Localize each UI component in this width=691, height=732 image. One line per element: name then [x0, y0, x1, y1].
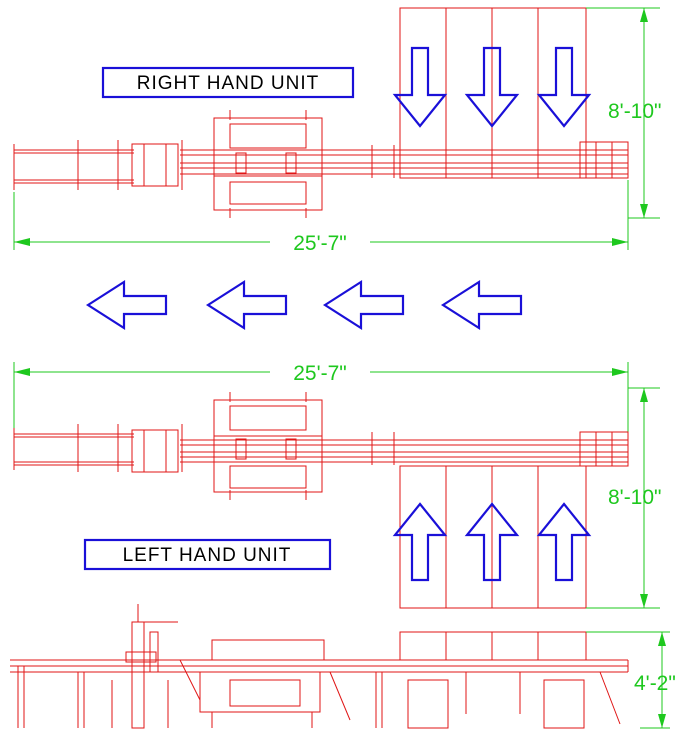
- right-central-machine: [213, 110, 323, 218]
- left-central-machine: [213, 392, 323, 500]
- left-hand-unit-text: LEFT HAND UNIT: [123, 545, 292, 566]
- bottom-width-value: 8'-10": [608, 486, 662, 509]
- top-length-dimension: 25'-7": [13, 180, 629, 255]
- right-hand-unit-label: RIGHT HAND UNIT: [101, 66, 355, 99]
- top-width-value: 8'-10": [608, 100, 662, 123]
- left-hand-unit-plan: [13, 392, 629, 609]
- infeed-arrows-down: [392, 46, 592, 128]
- top-width-dimension: 8'-10": [586, 7, 662, 219]
- arrow-down-icon: [392, 46, 448, 128]
- top-length-value: 25'-7": [293, 232, 347, 255]
- arrow-left-icon: [322, 279, 405, 331]
- arrow-up-icon: [464, 502, 520, 582]
- arrow-up-icon: [392, 502, 448, 582]
- side-elevation: [10, 604, 629, 729]
- left-infeed-deck: [399, 465, 587, 609]
- left-conveyor-bed: [180, 431, 629, 467]
- arrow-down-icon: [464, 46, 520, 128]
- side-height-dimension: 4'-2": [586, 631, 676, 729]
- bottom-length-dimension: 25'-7": [13, 362, 629, 445]
- right-conveyor-bed: [180, 141, 629, 179]
- arrow-left-icon: [85, 279, 168, 331]
- arrow-up-icon: [536, 502, 592, 582]
- left-hand-unit-label: LEFT HAND UNIT: [83, 538, 332, 571]
- bottom-width-dimension: 8'-10": [586, 387, 662, 609]
- arrow-down-icon: [536, 46, 592, 128]
- flow-direction-arrows: [85, 279, 523, 331]
- arrow-left-icon: [205, 279, 288, 331]
- right-hand-unit-text: RIGHT HAND UNIT: [137, 73, 319, 94]
- side-height-value: 4'-2": [634, 672, 676, 695]
- left-stacker: [13, 424, 183, 473]
- right-hand-unit-plan: [13, 7, 629, 218]
- right-stacker: [13, 140, 183, 190]
- infeed-arrows-up: [392, 502, 592, 582]
- bottom-length-value: 25'-7": [293, 362, 347, 385]
- arrow-left-icon: [440, 279, 523, 331]
